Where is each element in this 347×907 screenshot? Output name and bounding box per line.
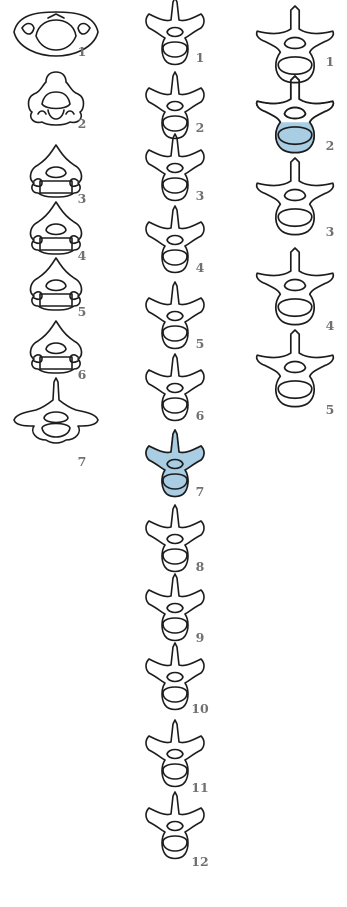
lumbar-vertebra-4 (257, 248, 334, 325)
thoracic-label-1: 1 (196, 50, 205, 65)
cervical-vertebra-7 (14, 378, 98, 443)
cervical-vertebra-4 (31, 202, 82, 254)
cervical-label-5: 5 (78, 304, 87, 319)
lumbar-label-1: 1 (326, 54, 335, 69)
thoracic-label-3: 3 (196, 188, 205, 203)
lumbar-label-3: 3 (326, 224, 335, 239)
lumbar-label-2: 2 (326, 138, 335, 153)
lumbar-vertebra-2 (257, 76, 334, 153)
cervical-label-6: 6 (78, 367, 87, 382)
thoracic-label-5: 5 (196, 336, 205, 351)
cervical-vertebra-3 (31, 145, 82, 197)
thoracic-label-8: 8 (196, 559, 205, 574)
thoracic-label-9: 9 (196, 630, 205, 645)
thoracic-label-7: 7 (196, 484, 205, 499)
thoracic-label-2: 2 (196, 120, 205, 135)
thoracic-label-4: 4 (196, 260, 205, 275)
lumbar-label-4: 4 (326, 318, 335, 333)
thoracic-vertebra-11 (146, 720, 204, 787)
lumbar-vertebra-5 (257, 330, 334, 407)
thoracic-label-6: 6 (196, 408, 205, 423)
cervical-vertebra-5 (31, 258, 82, 310)
thoracic-label-12: 12 (191, 854, 208, 869)
thoracic-label-10: 10 (191, 701, 209, 716)
lumbar-label-5: 5 (326, 402, 335, 417)
cervical-label-3: 3 (78, 191, 87, 206)
lumbar-vertebra-3 (257, 158, 334, 235)
cervical-label-7: 7 (78, 454, 87, 469)
cervical-vertebra-6 (31, 321, 82, 373)
thoracic-vertebra-10 (146, 643, 204, 710)
cervical-label-1: 1 (78, 44, 87, 59)
thoracic-label-11: 11 (191, 780, 208, 795)
thoracic-vertebra-12 (146, 792, 204, 859)
lumbar-vertebra-1 (257, 6, 334, 83)
cervical-vertebra-2 (29, 72, 84, 125)
cervical-label-2: 2 (78, 116, 87, 131)
cervical-label-4: 4 (78, 248, 87, 263)
